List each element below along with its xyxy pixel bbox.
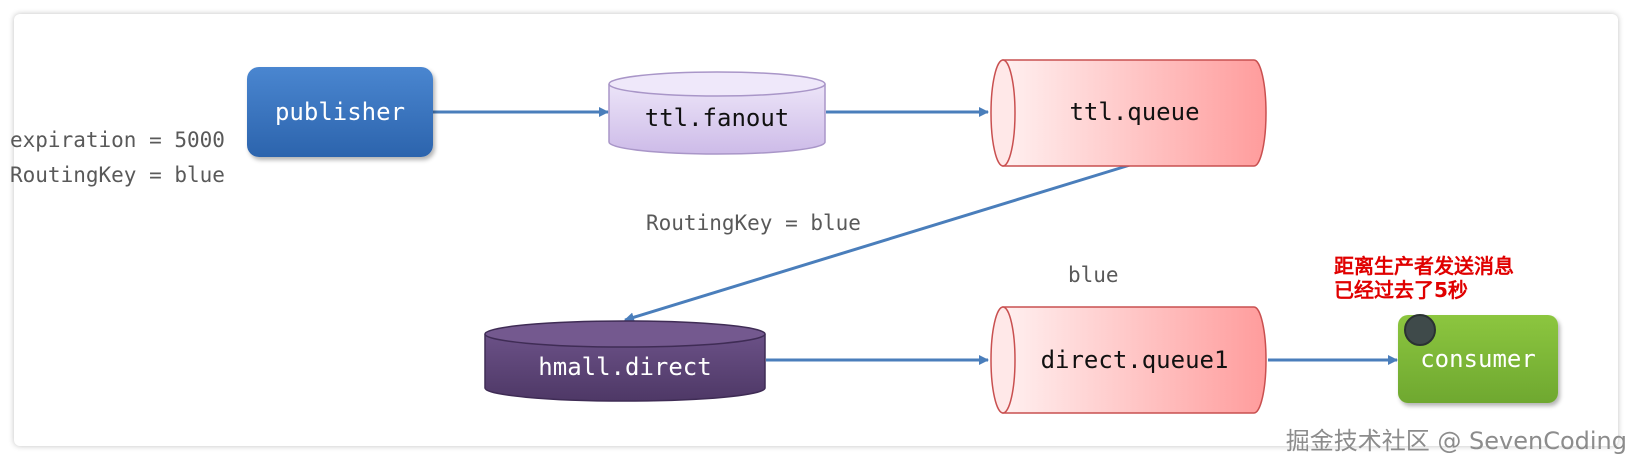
publisher-node: publisher: [247, 67, 433, 157]
ttl-fanout-exchange: [608, 71, 826, 155]
annotation-line-2: 已经过去了5秒: [1334, 278, 1468, 302]
routing-key-label: RoutingKey = blue: [10, 163, 225, 187]
hmall-direct-label: hmall.direct: [538, 353, 712, 381]
annotation-line-1: 距离生产者发送消息: [1334, 254, 1514, 278]
publisher-label: publisher: [274, 98, 406, 126]
message-dot-icon: [1404, 314, 1436, 346]
edge-routing-key-label: RoutingKey = blue: [646, 211, 861, 235]
ttl-fanout-label: ttl.fanout: [644, 104, 790, 132]
expiration-label: expiration = 5000: [10, 128, 225, 152]
watermark: 掘金技术社区 @ SevenCoding: [1285, 427, 1627, 455]
hmall-direct-exchange: [484, 320, 766, 402]
edge-blue-label: blue: [1068, 263, 1119, 287]
elapsed-time-annotation: 距离生产者发送消息 已经过去了5秒: [1334, 254, 1514, 302]
direct-queue1-label: direct.queue1: [1040, 346, 1229, 374]
consumer-label: consumer: [1420, 345, 1536, 373]
edge-ttl-queue-to-hmall-direct: [624, 163, 1131, 323]
ttl-queue-label: ttl.queue: [1069, 98, 1200, 126]
ttl-queue-shape: [990, 59, 1267, 167]
direct-queue1-shape: [990, 306, 1267, 414]
